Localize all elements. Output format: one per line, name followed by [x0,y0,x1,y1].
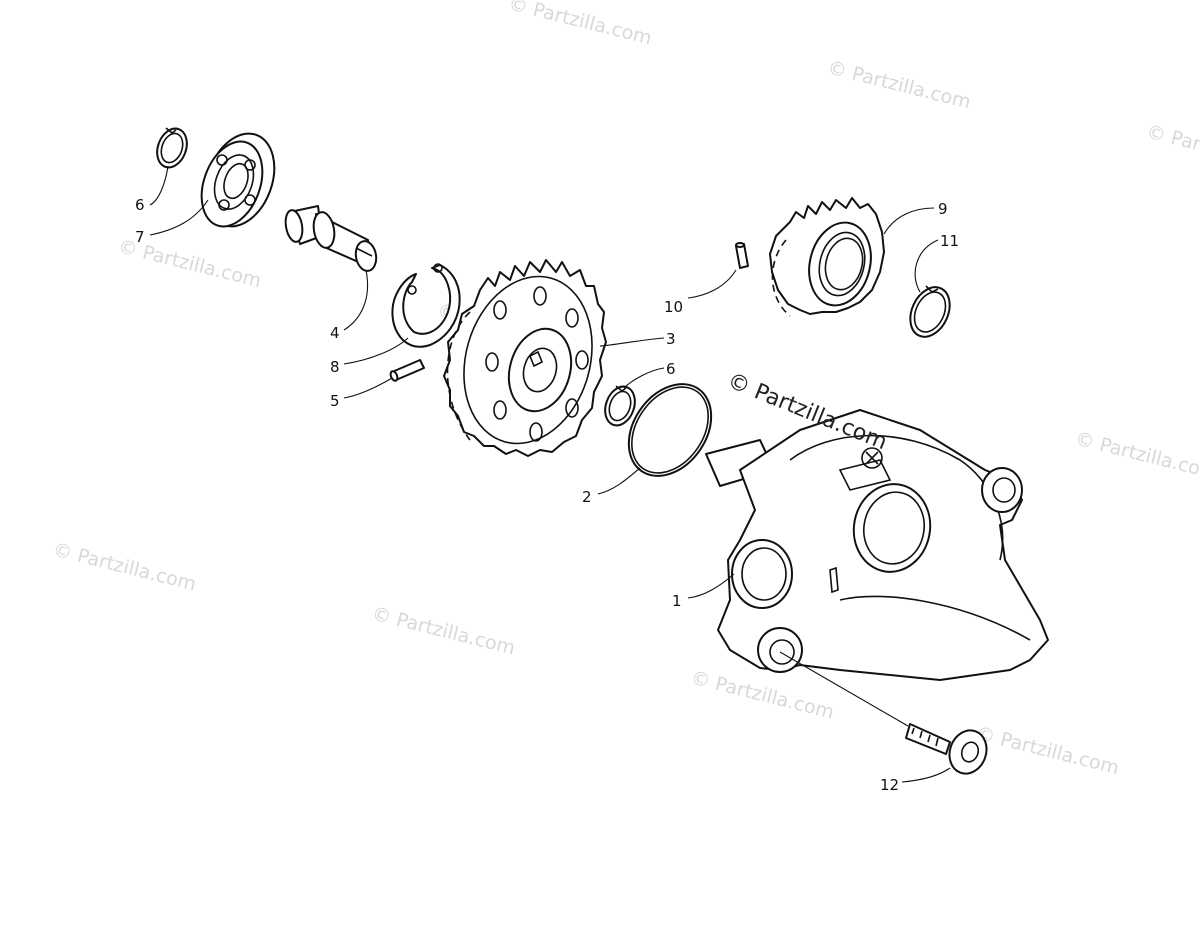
callout-4: 4 [330,324,340,342]
callout-10: 10 [664,298,683,316]
pin-5 [389,359,425,382]
watermark: © Partzilla.com [1144,121,1200,178]
bolt-12 [905,723,988,775]
circlip-11 [909,285,951,338]
watermark: © Partzilla.com [1073,428,1200,485]
callout-3: 3 [666,330,676,348]
watermark: © Partzilla.com [825,57,973,114]
circlip-8 [391,263,461,348]
callout-12: 12 [880,776,899,794]
pump-housing-1 [705,409,1049,681]
shaft-4 [284,205,378,272]
snap-ring-6-middle [604,385,636,427]
snap-ring-6-top [156,127,188,169]
o-ring-2 [627,383,713,477]
watermark: © Partzilla.com [506,0,654,49]
callouts: 6 7 4 8 5 3 6 2 10 9 11 1 12 [135,196,959,794]
gear-9 [769,197,885,317]
callout-11: 11 [940,232,959,250]
pin-10 [735,242,749,269]
callout-8: 8 [330,358,340,376]
bearing-7 [200,132,276,228]
callout-7: 7 [135,228,145,246]
leader-lines [149,165,951,783]
watermark: © Partzilla.com [689,667,837,724]
callout-2: 2 [582,488,592,506]
gear-3 [443,259,607,457]
watermark: © Partzilla.com [370,603,518,660]
watermark: © Partzilla.com [974,722,1122,779]
callout-5: 5 [330,392,340,410]
callout-6-middle: 6 [666,360,676,378]
callout-9: 9 [938,200,948,218]
callout-1: 1 [672,592,682,610]
watermark: © Partzilla.com [51,539,199,596]
callout-6-top: 6 [135,196,145,214]
